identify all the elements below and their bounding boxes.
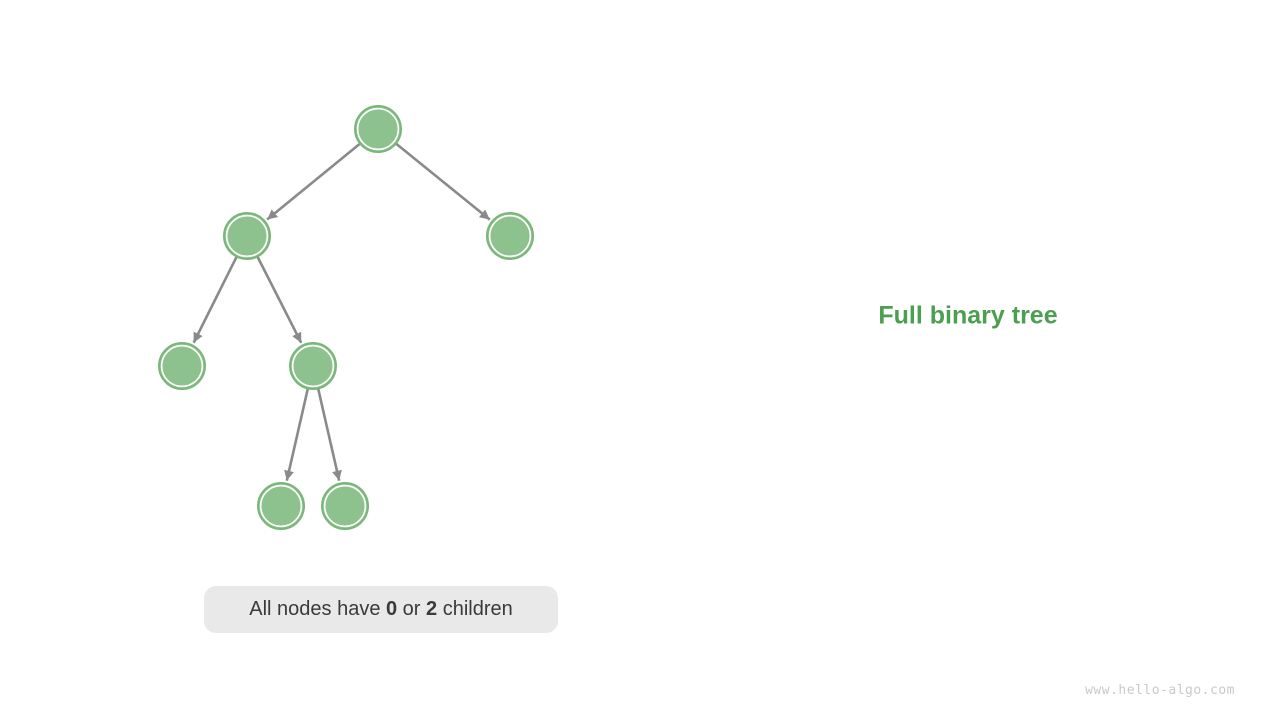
tree-edges xyxy=(192,142,491,481)
tree-node xyxy=(354,105,402,153)
watermark: www.hello-algo.com xyxy=(1085,683,1235,698)
tree-edge xyxy=(266,142,362,221)
tree-edge xyxy=(284,388,310,481)
tree-node xyxy=(321,482,369,530)
figure-title: Full binary tree xyxy=(878,301,1058,330)
tree-node xyxy=(223,212,271,260)
caption-text: or xyxy=(397,598,427,620)
tree-node xyxy=(158,342,206,390)
tree-node xyxy=(289,342,337,390)
tree-edge xyxy=(395,142,491,221)
caption-text: children xyxy=(437,598,513,620)
tree-nodes xyxy=(158,105,534,530)
tree-node xyxy=(486,212,534,260)
tree-node xyxy=(257,482,305,530)
caption-box: All nodes have 0 or 2 children xyxy=(204,586,558,633)
tree-edge xyxy=(192,255,238,344)
caption-text: All nodes have xyxy=(249,598,386,620)
tree-edge xyxy=(256,255,303,344)
caption-number-zero: 0 xyxy=(386,598,398,620)
caption-number-two: 2 xyxy=(426,598,438,620)
tree-edge xyxy=(316,388,342,481)
